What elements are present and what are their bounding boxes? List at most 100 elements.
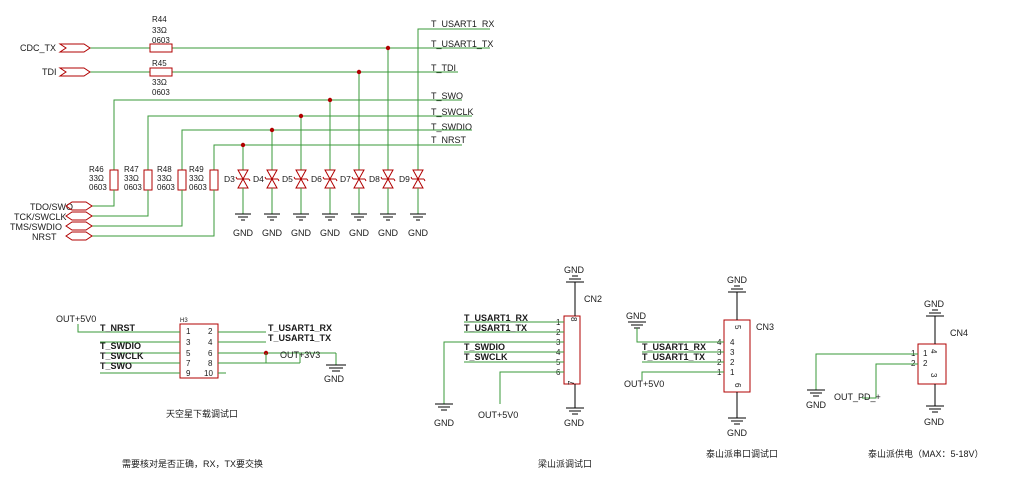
- svg-text:TDO/SWO: TDO/SWO: [30, 202, 73, 212]
- svg-text:3: 3: [186, 338, 191, 347]
- resistor-r45: R45 33Ω 0603: [149, 59, 173, 97]
- svg-text:GND: GND: [564, 418, 585, 428]
- svg-text:2: 2: [923, 359, 928, 368]
- top-net-wires: [90, 28, 490, 170]
- svg-text:1: 1: [923, 349, 928, 358]
- svg-text:T_SWDIO: T_SWDIO: [100, 341, 141, 351]
- caption-cn3: 泰山派串口调试口: [706, 448, 778, 459]
- net-label-swo: T_SWO: [431, 91, 463, 101]
- svg-text:H3: H3: [180, 318, 188, 324]
- net-label-usart1-tx: T_USART1_TX: [431, 39, 493, 49]
- svg-text:OUT+5V0: OUT+5V0: [56, 314, 96, 324]
- svg-text:TDI: TDI: [42, 67, 57, 77]
- jtag-port-tdo-swo: TDO/SWO: [30, 201, 93, 212]
- resistor-r44: R44 33Ω 0603: [149, 15, 173, 53]
- jtag-wires: [92, 190, 215, 237]
- svg-text:T_USART1_TX: T_USART1_TX: [642, 352, 705, 362]
- svg-text:GND: GND: [262, 228, 283, 238]
- svg-text:GND: GND: [291, 228, 312, 238]
- svg-text:GND: GND: [806, 400, 827, 410]
- caption-cn4: 泰山派供电（MAX：5-18V）: [868, 448, 984, 459]
- svg-text:33Ω: 33Ω: [157, 174, 172, 183]
- note-rx-tx-swap: 需要核对是否正确，RX，TX要交换: [122, 458, 263, 469]
- svg-text:GND: GND: [320, 228, 341, 238]
- svg-text:R45: R45: [152, 59, 167, 68]
- svg-text:33Ω: 33Ω: [152, 26, 167, 35]
- svg-text:T_USART1_RX: T_USART1_RX: [268, 323, 332, 333]
- svg-text:GND: GND: [324, 374, 345, 384]
- svg-text:CDC_TX: CDC_TX: [20, 43, 56, 53]
- svg-text:8: 8: [208, 359, 213, 368]
- svg-text:5: 5: [733, 325, 742, 330]
- svg-text:R47: R47: [124, 165, 139, 174]
- svg-text:4: 4: [208, 338, 213, 347]
- svg-text:33Ω: 33Ω: [124, 174, 139, 183]
- net-label-tdi: T_TDI: [431, 63, 456, 73]
- jtag-port-tms-swdio: TMS/SWDIO: [10, 221, 93, 232]
- svg-text:GND: GND: [924, 417, 945, 427]
- svg-text:5: 5: [186, 349, 191, 358]
- svg-text:NRST: NRST: [32, 232, 57, 242]
- svg-text:0603: 0603: [157, 183, 175, 192]
- svg-text:T_USART1_RX: T_USART1_RX: [642, 342, 706, 352]
- svg-text:7: 7: [186, 359, 191, 368]
- svg-text:33Ω: 33Ω: [189, 174, 204, 183]
- svg-text:33Ω: 33Ω: [152, 78, 167, 87]
- svg-text:GND: GND: [727, 275, 748, 285]
- net-label-swclk: T_SWCLK: [431, 107, 474, 117]
- svg-text:T_USART1_TX: T_USART1_TX: [268, 333, 331, 343]
- net-label-usart1-rx: T_USART1_RX: [431, 19, 494, 29]
- jtag-port-tck-swclk: TCK/SWCLK: [14, 211, 93, 222]
- connector-cn3: 5 6 4 3 2 1 4 3 2 1 CN3 GND GND GND OUT+…: [624, 275, 774, 438]
- svg-text:GND: GND: [626, 311, 647, 321]
- svg-text:10: 10: [204, 369, 213, 378]
- svg-text:1: 1: [730, 368, 735, 377]
- svg-text:GND: GND: [233, 228, 254, 238]
- svg-text:D3: D3: [224, 174, 235, 184]
- svg-text:9: 9: [186, 369, 191, 378]
- connector-h3: H3 1 3 5 7 9 2 4 6 8 10 OUT+5V0 T_NRST T…: [56, 314, 346, 384]
- svg-text:T_SWCLK: T_SWCLK: [464, 352, 508, 362]
- svg-text:0603: 0603: [89, 183, 107, 192]
- svg-text:6: 6: [733, 383, 742, 388]
- svg-text:T_USART1_RX: T_USART1_RX: [464, 313, 528, 323]
- svg-text:D6: D6: [311, 174, 322, 184]
- caption-cn2: 梁山派调试口: [538, 458, 592, 469]
- svg-text:2: 2: [208, 327, 213, 336]
- svg-text:8: 8: [569, 317, 578, 322]
- svg-text:7: 7: [567, 380, 576, 385]
- svg-text:R44: R44: [152, 15, 167, 24]
- top-net-labels: T_USART1_RX T_USART1_TX T_TDI T_SWO T_SW…: [431, 19, 494, 145]
- svg-text:CN2: CN2: [584, 294, 602, 304]
- svg-text:T_SWCLK: T_SWCLK: [100, 351, 144, 361]
- svg-text:OUT_PD_+: OUT_PD_+: [834, 392, 881, 402]
- svg-text:R46: R46: [89, 165, 104, 174]
- svg-text:2: 2: [730, 358, 735, 367]
- svg-text:D5: D5: [282, 174, 293, 184]
- svg-text:R49: R49: [189, 165, 204, 174]
- svg-text:CN3: CN3: [756, 322, 774, 332]
- net-label-swdio: T_SWDIO: [431, 122, 472, 132]
- svg-text:GND: GND: [408, 228, 429, 238]
- svg-text:GND: GND: [378, 228, 399, 238]
- svg-text:D4: D4: [253, 174, 264, 184]
- net-label-nrst: T_NRST: [431, 135, 467, 145]
- input-port-tdi: TDI: [42, 67, 91, 77]
- svg-text:0603: 0603: [152, 88, 170, 97]
- connector-cn4: 4 3 1 2 1 2 CN4 GND GND GND OUT_PD_+: [806, 299, 968, 427]
- svg-text:0603: 0603: [124, 183, 142, 192]
- svg-text:T_SWO: T_SWO: [100, 361, 132, 371]
- svg-text:T_SWDIO: T_SWDIO: [464, 342, 505, 352]
- svg-text:GND: GND: [434, 418, 455, 428]
- svg-text:OUT+3V3: OUT+3V3: [280, 350, 320, 360]
- svg-text:R48: R48: [157, 165, 172, 174]
- svg-text:4: 4: [929, 349, 938, 354]
- svg-text:1: 1: [186, 327, 191, 336]
